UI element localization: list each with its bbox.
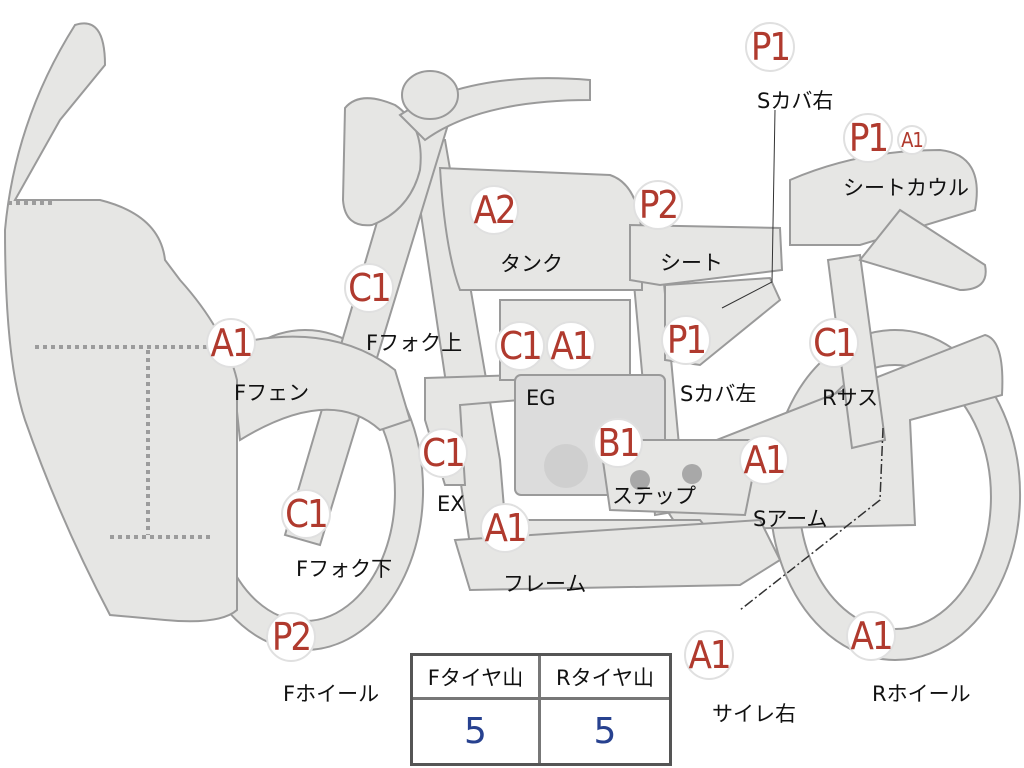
part-label: Sアーム [753, 507, 828, 531]
seat-shape [629, 223, 784, 287]
code-badge: A2 [469, 185, 519, 235]
code-badge: C1 [281, 489, 331, 539]
front-tire-header: Fタイヤ山 [413, 656, 541, 700]
part-label: Fホイール [283, 682, 380, 706]
code-badge: A1 [206, 318, 256, 368]
code-badge: A1 [739, 435, 789, 485]
code-badge: A1 [846, 611, 896, 661]
part-label: タンク [500, 252, 563, 276]
code-badge-secondary: A1 [546, 321, 596, 371]
rear-tire-header: Rタイヤ山 [541, 656, 669, 700]
code-badge: P2 [633, 180, 683, 230]
step-peg-left [630, 470, 650, 490]
code-badge: C1 [495, 321, 545, 371]
tail-shape [858, 208, 987, 292]
tire-tread-table: Fタイヤ山 Rタイヤ山 5 5 [410, 653, 672, 766]
front-tire-value: 5 [413, 700, 541, 763]
part-label: EX [437, 492, 465, 516]
code-badge: B1 [593, 418, 643, 468]
code-badge: P2 [266, 612, 316, 662]
code-badge: A1 [684, 630, 734, 680]
part-label: EG [526, 386, 556, 410]
part-label: Fフォク上 [366, 331, 463, 355]
part-label: シート [660, 251, 723, 275]
part-label: Fフェン [234, 381, 310, 405]
part-label: Rサス [822, 386, 879, 410]
part-label: Fフォク下 [296, 557, 393, 581]
part-label: フレーム [503, 572, 587, 596]
code-badge: P1 [843, 113, 893, 163]
rear-tire-value: 5 [593, 711, 617, 752]
mirror-shape [401, 70, 459, 120]
code-badge: C1 [809, 318, 859, 368]
seat-cowl-shape [789, 148, 978, 246]
step-shape [598, 439, 762, 517]
code-badge: P1 [745, 22, 795, 72]
code-badge-secondary: A1 [897, 125, 927, 155]
engine-hub-shape [544, 444, 588, 488]
code-badge: P1 [661, 315, 711, 365]
front-fender-shape [228, 335, 412, 442]
step-peg-right [682, 464, 702, 484]
fairing-shape [3, 22, 238, 623]
part-label: Sカバ左 [680, 382, 757, 406]
code-badge: A1 [480, 503, 530, 553]
part-label: ステップ [612, 484, 696, 508]
part-label: Sカバ右 [757, 89, 834, 113]
part-label: サイレ右 [712, 702, 796, 726]
frame-lower-shape [453, 518, 782, 592]
headlight-shape [341, 97, 422, 227]
part-label: Rホイール [872, 682, 971, 706]
part-label: シートカウル [843, 176, 969, 200]
code-badge: C1 [418, 428, 468, 478]
code-badge: C1 [344, 263, 394, 313]
